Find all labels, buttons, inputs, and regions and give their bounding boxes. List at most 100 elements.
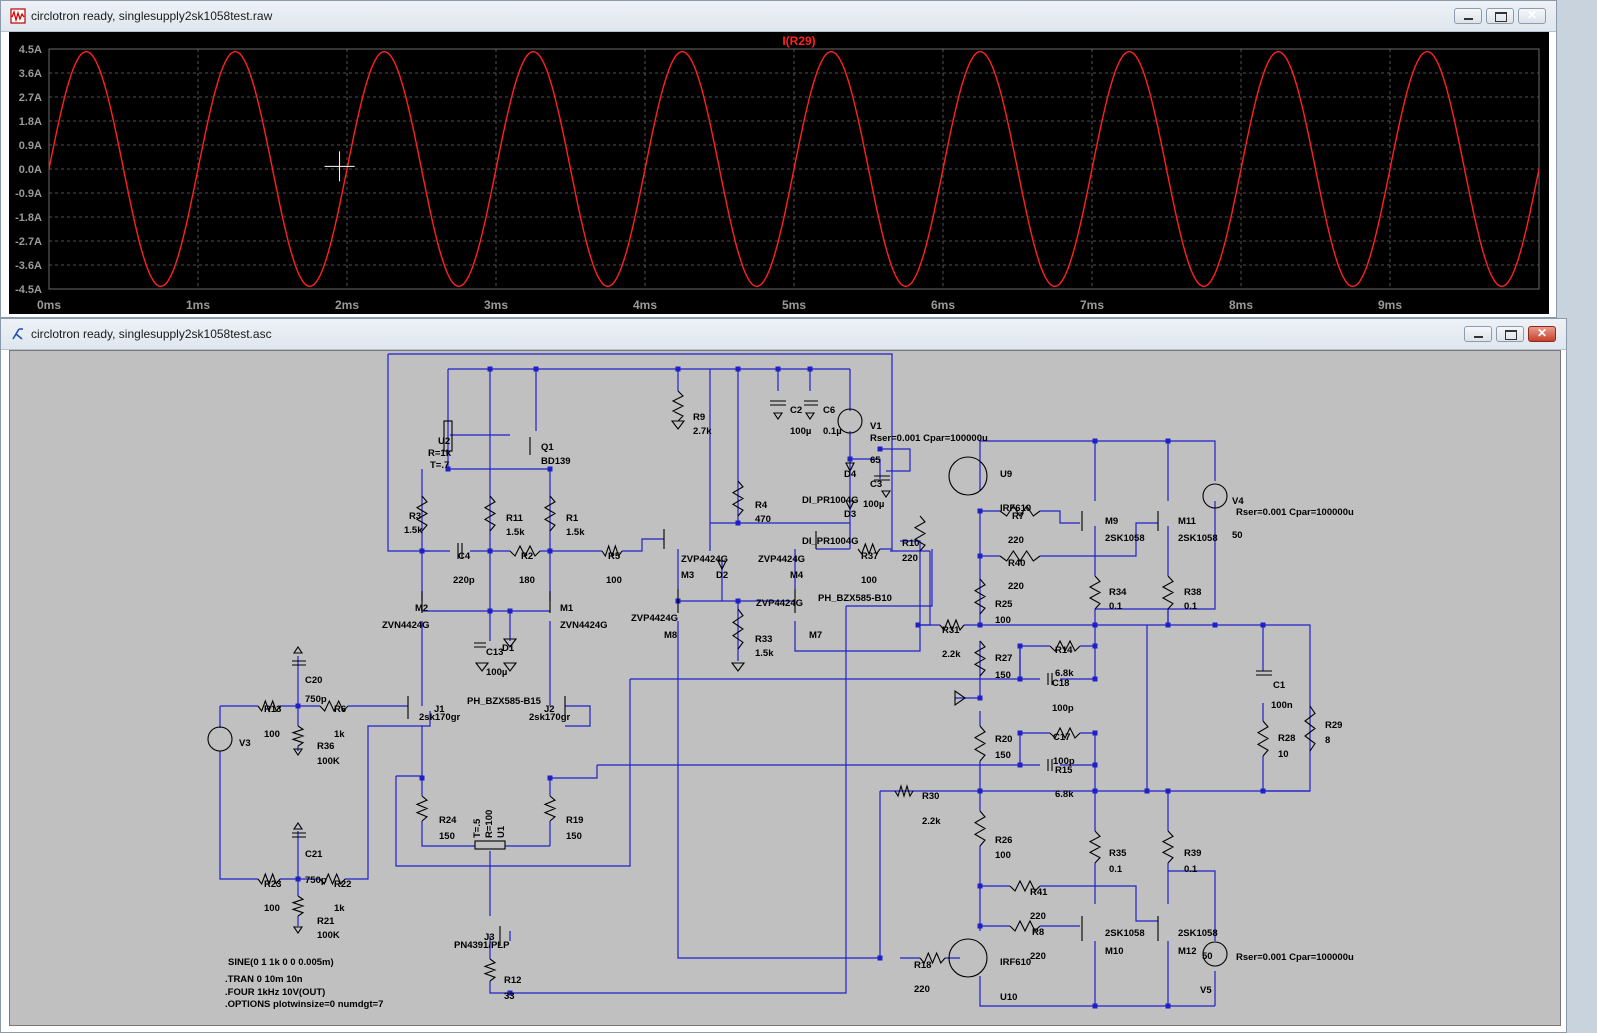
close-button[interactable]: ✕: [1518, 8, 1546, 24]
junction-dot: [487, 548, 493, 554]
waveform-window[interactable]: circlotron ready, singlesupply2sk1058tes…: [0, 0, 1557, 318]
component-label: D2: [716, 570, 728, 581]
component-label: 100: [995, 615, 1011, 626]
component-label: V5: [1200, 985, 1212, 996]
component-label: V3: [239, 738, 251, 749]
component-label: R9: [693, 412, 705, 423]
maximize-icon: [1495, 12, 1507, 22]
x-tick-label: 5ms: [782, 298, 806, 312]
component-label: ZVP4424G: [681, 554, 728, 565]
component-label: U10: [1000, 992, 1017, 1003]
junction-dot: [1092, 438, 1098, 444]
u1-param-r: R=100: [484, 810, 495, 838]
component-label: .TRAN 0 10m 10n: [225, 974, 303, 985]
component-label: R41: [1030, 887, 1048, 898]
junction-dot: [847, 456, 853, 462]
component-label: R10: [902, 538, 919, 549]
schematic-minimize-button[interactable]: [1464, 326, 1492, 342]
junction-dot: [877, 955, 883, 961]
component-label: U2: [438, 436, 450, 447]
component-label: 2.2k: [942, 649, 961, 660]
component-label: 750p: [305, 694, 327, 705]
component-label: R33: [755, 634, 772, 645]
component-label: 1.5k: [566, 527, 585, 538]
junction-dot: [977, 553, 983, 559]
component-label: 0.1: [1109, 864, 1123, 875]
component-label: Rser=0.001 Cpar=100000u: [870, 433, 988, 444]
y-tick-label: 0.0A: [19, 164, 42, 176]
component-label: R27: [995, 653, 1012, 664]
component-label: 150: [995, 750, 1011, 761]
junction-dot: [775, 366, 781, 372]
y-tick-label: -3.6A: [15, 260, 42, 272]
junction-dot: [547, 466, 553, 472]
x-tick-label: 4ms: [633, 298, 657, 312]
junction-dot: [1165, 438, 1171, 444]
component-label: 65: [870, 455, 881, 466]
junction-dot: [1092, 788, 1098, 794]
trace-i-r29[interactable]: [48, 51, 1540, 287]
component-label: R21: [317, 916, 335, 927]
component-label: DI_PR1004G: [802, 495, 859, 506]
junction-dot: [977, 883, 983, 889]
component-label: 150: [995, 670, 1011, 681]
x-tick-label: 3ms: [484, 298, 508, 312]
component-label: R13: [264, 704, 281, 715]
minimize-icon: [1474, 336, 1483, 338]
component-label: M11: [1178, 516, 1197, 527]
waveform-titlebar[interactable]: circlotron ready, singlesupply2sk1058tes…: [1, 1, 1556, 32]
component-label: 33: [504, 991, 515, 1002]
junction-dot: [1212, 622, 1218, 628]
y-tick-label: 0.9A: [19, 140, 42, 152]
y-tick-label: -0.9A: [15, 188, 42, 200]
schematic-close-button[interactable]: ✕: [1528, 326, 1556, 342]
component-label: 100µ: [486, 667, 507, 678]
component-label: R24: [439, 815, 457, 826]
schematic-maximize-button[interactable]: [1496, 326, 1524, 342]
x-tick-label: 1ms: [186, 298, 210, 312]
component-label: R8: [1032, 927, 1044, 938]
junction-dot: [1165, 1003, 1171, 1009]
component-label: C4: [458, 551, 471, 562]
junction-dot: [445, 466, 451, 472]
waveform-chart[interactable]: 4.5A3.6A2.7A1.8A0.9A0.0A-0.9A-1.8A-2.7A-…: [9, 32, 1549, 314]
circuit-schematic[interactable]: U2R=1kT=.7Q1BD139R92.7kC2100µC60.1µV1Rse…: [10, 351, 1560, 1025]
component-label: M9: [1105, 516, 1118, 527]
component-label: 220p: [453, 575, 475, 586]
component-label: C17: [1053, 732, 1070, 743]
junction-dot: [1260, 622, 1266, 628]
component-label: 0.1: [1184, 864, 1198, 875]
component-label: D3: [844, 509, 856, 520]
waveform-app-icon: [10, 8, 26, 24]
schematic-titlebar[interactable]: circlotron ready, singlesupply2sk1058tes…: [1, 319, 1566, 350]
component-label: M1: [560, 603, 574, 614]
junction-dot: [419, 548, 425, 554]
component-label: 10: [1278, 749, 1289, 760]
component-label: PH_BZX585-B15: [467, 696, 542, 707]
maximize-button[interactable]: [1486, 8, 1514, 24]
component-label: R38: [1184, 587, 1201, 598]
component-label: 2sk170gr: [529, 712, 571, 723]
schematic-wires: [219, 353, 1311, 1007]
component-label: J1: [434, 704, 445, 715]
component-label: ZVP4424G: [758, 554, 805, 565]
component-label: D4: [844, 469, 857, 480]
component-label: C6: [823, 405, 835, 416]
component-label: R6: [334, 704, 346, 715]
junction-dot: [533, 366, 539, 372]
junction-dot: [1260, 788, 1266, 794]
junction-dot: [977, 788, 983, 794]
component-label: R28: [1278, 733, 1295, 744]
x-tick-label: 2ms: [335, 298, 359, 312]
component-label: 100µ: [863, 499, 884, 510]
component-label: C18: [1052, 678, 1069, 689]
schematic-window[interactable]: circlotron ready, singlesupply2sk1058tes…: [0, 318, 1567, 1033]
close-icon: ✕: [1526, 8, 1538, 22]
component-label: 2SK1058: [1105, 928, 1145, 939]
minimize-button[interactable]: [1454, 8, 1482, 24]
junction-dot: [1092, 1003, 1098, 1009]
trace-label[interactable]: I(R29): [782, 34, 815, 48]
